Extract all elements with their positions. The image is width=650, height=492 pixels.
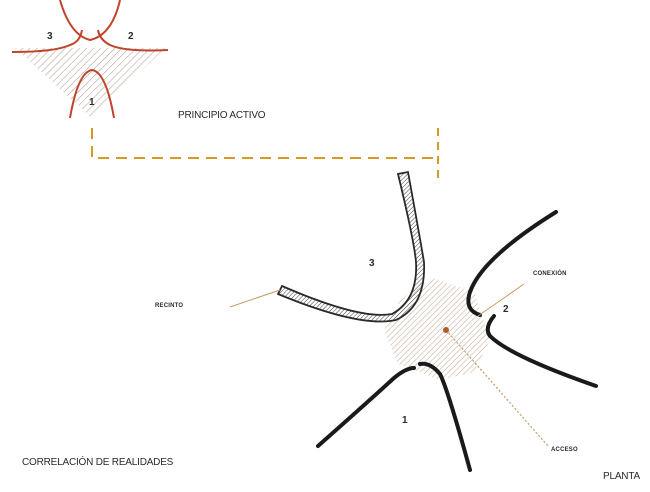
leader-acceso [445,329,549,447]
principle-diagram [11,0,169,119]
plan-wall-right-lower [485,314,598,388]
principle-void-top [60,0,120,23]
plan-wall-bottom-left [316,366,416,448]
principle-hatched-area [15,48,165,118]
plan-zone-2-label: 2 [503,304,509,315]
leader-conexion [477,283,525,317]
acceso-label: ACCESO [551,447,578,453]
plan-diagram [229,170,598,472]
plan-wall-bottom-right [418,361,472,472]
top-zone-1-label: 1 [89,97,95,108]
principle-curve-left [11,29,83,53]
leader-recinto [229,289,281,308]
principle-curve-right [97,29,169,52]
top-zone-2-label: 2 [128,31,134,42]
conexion-label: CONEXIÓN [533,271,567,277]
plan-zone-1-label: 1 [402,415,408,426]
plan-hatched-area [384,278,490,380]
plan-hatched-wall [276,170,425,323]
plan-center-dot [443,327,449,333]
top-zone-3-label: 3 [47,31,53,42]
principle-curve-top [59,0,121,42]
recinto-label: RECINTO [155,303,184,309]
plan-wall-right-upper [466,210,558,317]
principle-caption: PRINCIPIO ACTIVO [178,110,266,121]
plan-caption: PLANTA [603,471,640,482]
principle-curve-bottom [69,68,115,119]
dashed-connector [91,128,439,178]
correlation-caption: CORRELACIÓN DE REALIDADES [22,457,174,468]
plan-zone-3-label: 3 [369,258,375,269]
